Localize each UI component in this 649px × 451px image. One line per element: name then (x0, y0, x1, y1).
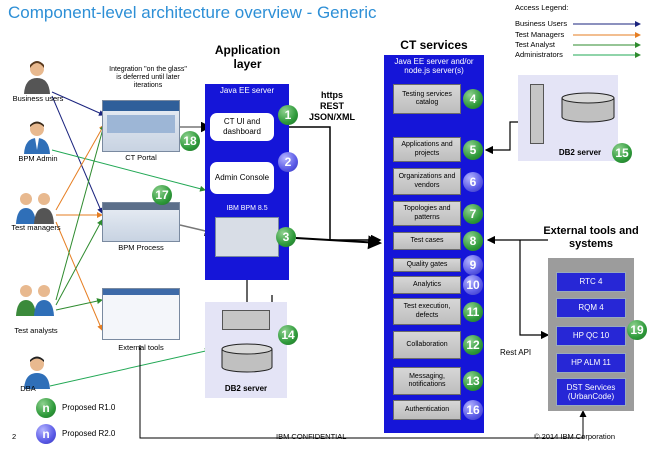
external-tool-box: RTC 4 (556, 272, 626, 292)
confidential-label: IBM CONFIDENTIAL (276, 432, 347, 441)
dba-person-icon (24, 356, 50, 389)
r1-badge: n (36, 398, 56, 418)
copyright-label: © 2014 IBM Corporation (534, 432, 615, 441)
protocol-rest: REST (319, 101, 344, 111)
ct-service-badge: 16 (463, 400, 483, 420)
db2-bottom-label: DB2 server (224, 384, 268, 393)
actor-business-users: Business users (12, 94, 64, 103)
legend-item-administrators: Administrators (515, 50, 563, 59)
ct-service-box: Testing services catalog (393, 84, 461, 114)
ct-service-badge: 4 (463, 89, 483, 109)
r1-label: Proposed R1.0 (62, 403, 116, 412)
ct-service-box: Test cases (393, 232, 461, 250)
ct-service-badge: 5 (463, 139, 483, 160)
badge-3: 3 (276, 227, 296, 247)
ct-service-box: Applications and projects (393, 137, 461, 162)
db2-bottom-database-icon (221, 343, 273, 373)
external-tool-box: HP ALM 11 (556, 353, 626, 373)
legend-title: Access Legend: (515, 3, 569, 12)
bpm-admin-person-icon (24, 121, 50, 154)
app-server-label: Java EE server (219, 86, 275, 95)
test-managers-group-icon (16, 193, 54, 224)
bpm-process-screenshot (102, 202, 180, 242)
protocol-https: https (321, 90, 343, 100)
db2-top-database-icon (561, 92, 615, 123)
ct-service-badge: 12 (463, 335, 483, 355)
rest-api-label: Rest API (500, 348, 532, 357)
ct-service-box: Quality gates (393, 258, 461, 272)
ct-portal-screenshot (102, 100, 180, 152)
ct-service-box: Collaboration (393, 331, 461, 359)
protocol-json-xml: JSON/XML (308, 112, 355, 122)
external-tools-label: External tools (118, 343, 164, 352)
ct-service-badge: 9 (463, 255, 483, 275)
ct-service-badge: 6 (463, 171, 483, 192)
bpm-process-label: BPM Process (118, 243, 164, 252)
badge-18: 18 (180, 131, 200, 151)
actor-bpm-admin: BPM Admin (18, 154, 58, 163)
ct-service-badge: 7 (463, 203, 483, 224)
ibm-bpm-screenshot (215, 217, 279, 257)
admin-console-box: Admin Console (210, 162, 274, 194)
business-user-person-icon (24, 61, 50, 94)
db2-top-connector-box (530, 84, 544, 144)
db2-top-label: DB2 server (558, 148, 602, 157)
ct-service-box: Authentication (393, 400, 461, 420)
actor-test-managers: Test managers (11, 223, 61, 232)
external-tools-screenshot (102, 288, 180, 340)
badge-2: 2 (278, 152, 298, 172)
page-title: Component-level architecture overview - … (8, 3, 377, 22)
actor-dba: DBA (20, 384, 36, 393)
ct-service-badge: 8 (463, 231, 483, 251)
external-tool-box: RQM 4 (556, 298, 626, 318)
external-tools-heading: External tools and systems (543, 225, 639, 250)
external-tool-box: HP QC 10 (556, 326, 626, 346)
ct-service-box: Messaging, notifications (393, 367, 461, 395)
ct-service-box: Organizations and vendors (393, 168, 461, 195)
ct-service-box: Topologies and patterns (393, 201, 461, 226)
ct-service-box: Analytics (393, 276, 461, 294)
page-number: 2 (12, 432, 17, 441)
r2-badge: n (36, 424, 56, 444)
db2-bottom-connector-box (222, 310, 270, 330)
ct-service-badge: 11 (463, 301, 483, 322)
ibm-bpm-label: IBM BPM 8.5 (226, 205, 268, 212)
badge-15: 15 (612, 143, 632, 163)
ct-service-badge: 13 (463, 371, 483, 391)
ct-portal-label: CT Portal (125, 153, 157, 162)
ct-ui-dashboard-box: CT UI and dashboard (210, 113, 274, 141)
integration-note: Integration "on the glass" is deferred u… (109, 66, 187, 90)
actor-test-analysts: Test analysts (14, 326, 58, 335)
r2-label: Proposed R2.0 (62, 429, 116, 438)
ct-services-heading: CT services (400, 38, 468, 52)
test-analysts-group-icon (16, 285, 54, 316)
ct-service-box: Test execution, defects (393, 298, 461, 325)
badge-19: 19 (627, 320, 647, 340)
legend-item-business-users: Business Users (515, 19, 568, 28)
ct-service-badge: 10 (463, 275, 483, 295)
ct-services-server-label: Java EE server and/or node.js server(s) (394, 57, 474, 76)
badge-14: 14 (278, 325, 298, 345)
badge-1: 1 (278, 105, 298, 125)
external-tool-box: DST Services (UrbanCode) (556, 378, 626, 406)
legend-item-test-managers: Test Managers (515, 30, 565, 39)
legend-item-test-analyst: Test Analyst (515, 40, 556, 49)
application-layer-heading: Application layer (214, 43, 281, 71)
badge-17: 17 (152, 185, 172, 205)
